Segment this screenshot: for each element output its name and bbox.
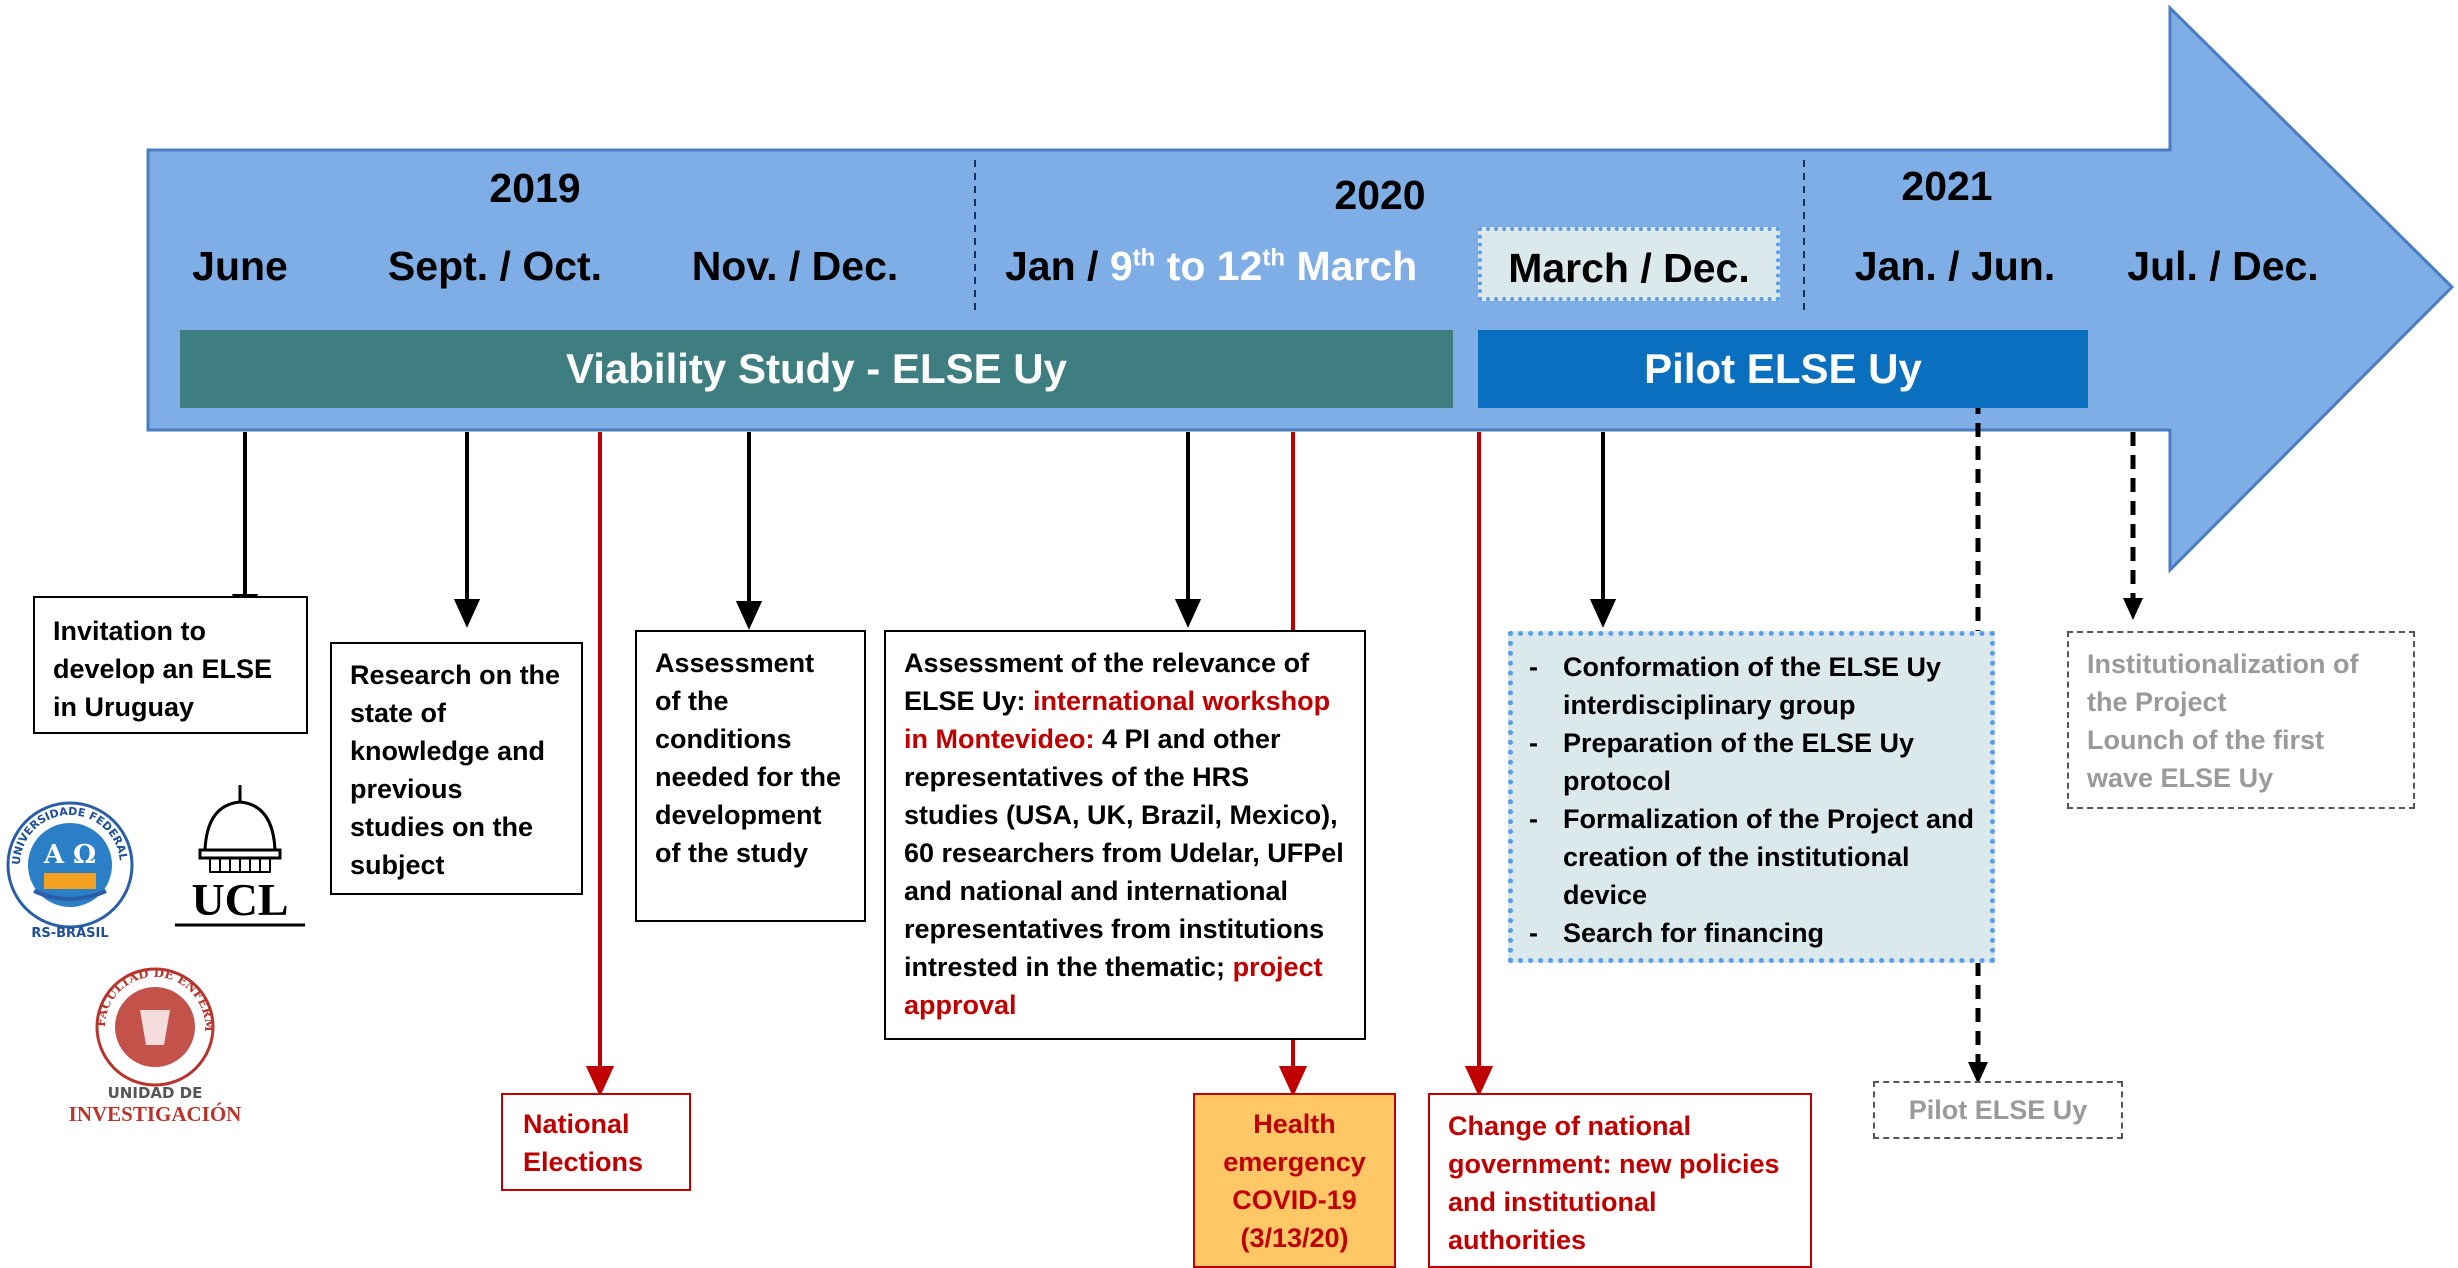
ucl-logo: UCL: [165, 780, 315, 935]
svg-text:UCL: UCL: [191, 874, 288, 925]
pilot-bar: Pilot ELSE Uy: [1478, 330, 2088, 408]
list-item: Preparation of the ELSE Uy protocol: [1523, 724, 1980, 800]
government-change-box: Change of national government: new polic…: [1428, 1093, 1812, 1268]
period-sept-oct: Sept. / Oct.: [387, 243, 603, 289]
period-march-range: 9th to 12th March: [1109, 243, 1418, 289]
period-nov-dec: Nov. / Dec.: [691, 243, 899, 289]
list-item: Conformation of the ELSE Uy interdiscipl…: [1523, 648, 1980, 724]
research-box: Research on the state of knowledge and p…: [330, 642, 583, 895]
svg-text:A Ω: A Ω: [43, 840, 96, 870]
period-march-dec: March / Dec.: [1478, 227, 1780, 301]
relevance-details: 4 PI and other representatives of the HR…: [904, 724, 1344, 982]
ufpel-logo: UNIVERSIDADE FEDERAL DE PELOTAS A Ω RS-B…: [0, 785, 140, 945]
pilot-activities-box: Conformation of the ELSE Uy interdiscipl…: [1508, 631, 1995, 963]
institutionalization-box: Institutionalization of the Project Loun…: [2067, 631, 2415, 809]
year-2021: 2021: [1901, 163, 1993, 209]
period-jan-prefix: Jan /: [1005, 243, 1099, 289]
pilot-else-box: Pilot ELSE Uy: [1873, 1081, 2123, 1139]
list-item: Formalization of the Project and creatio…: [1523, 800, 1980, 914]
svg-text:INVESTIGACIÓN: INVESTIGACIÓN: [69, 1102, 242, 1126]
period-june: June: [192, 243, 288, 289]
fenf-logo: FACULTAD DE ENFERMERIA UNIDAD DE INVESTI…: [54, 954, 250, 1135]
viability-study-bar: Viability Study - ELSE Uy: [180, 330, 1453, 408]
list-item: Search for financing: [1523, 914, 1980, 952]
year-2019: 2019: [489, 165, 581, 211]
relevance-approval: project approval: [904, 952, 1323, 1020]
covid-date: (3/13/20): [1240, 1223, 1349, 1253]
national-elections-box: National Elections: [501, 1093, 691, 1191]
period-jul-dec: Jul. / Dec.: [2127, 243, 2319, 289]
relevance-box: Assessment of the relevance of ELSE Uy: …: [884, 630, 1366, 1040]
invitation-box: Invitation to develop an ELSE in Uruguay: [33, 596, 308, 734]
year-2020: 2020: [1334, 172, 1426, 218]
institutionalization-line2: Lounch of the first wave ELSE Uy: [2087, 725, 2324, 793]
period-jan-march: Jan / 9th to 12th March: [1005, 243, 1417, 290]
conditions-box: Assessment of the conditions needed for …: [635, 630, 866, 922]
covid-box: Health emergency COVID-19 (3/13/20): [1193, 1093, 1396, 1268]
covid-title: Health emergency COVID-19: [1223, 1109, 1366, 1215]
relevance-intro: Assessment of the relevance of ELSE Uy:: [904, 648, 1310, 716]
institutionalization-line1: Institutionalization of the Project: [2087, 649, 2359, 717]
svg-text:RS-BRASIL: RS-BRASIL: [31, 926, 108, 941]
relevance-workshop: international workshop in Montevideo:: [904, 686, 1331, 754]
pilot-activities-list: Conformation of the ELSE Uy interdiscipl…: [1523, 648, 1980, 952]
svg-text:UNIDAD DE: UNIDAD DE: [108, 1084, 203, 1102]
period-jan-jun: Jan. / Jun.: [1854, 243, 2056, 289]
